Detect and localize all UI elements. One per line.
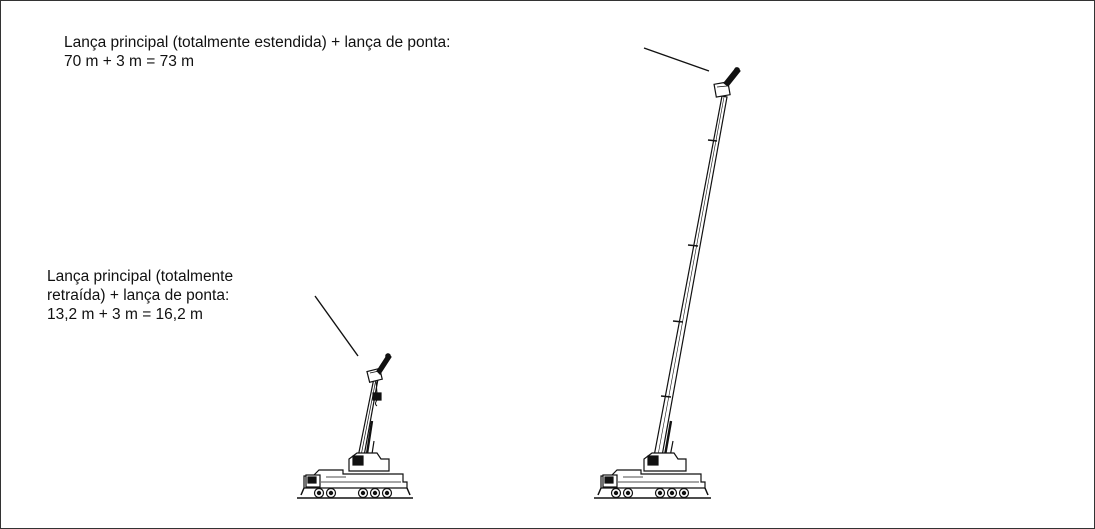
extended-boom-head xyxy=(713,81,731,98)
extended-boom-section-joints xyxy=(660,139,718,398)
label-extended-boom: Lança principal (totalmente estendida) +… xyxy=(64,33,450,71)
crane-retracted xyxy=(297,353,413,499)
leader-line-extended xyxy=(643,47,710,72)
label-retracted-line1: Lança principal (totalmente xyxy=(47,268,234,285)
extended-main-boom xyxy=(651,95,728,468)
leader-line-retracted xyxy=(314,295,359,357)
label-extended-line1: Lança principal (totalmente estendida) +… xyxy=(64,34,451,51)
extended-wheels xyxy=(610,487,690,499)
label-retracted-boom: Lança principal (totalmente retraída) + … xyxy=(47,267,233,324)
retracted-wheels xyxy=(313,487,393,499)
label-retracted-line3: 13,2 m + 3 m = 16,2 m xyxy=(47,306,203,323)
label-retracted-line2: retraída) + lança de ponta: xyxy=(47,287,230,304)
crane-extended xyxy=(594,67,741,499)
retracted-tip-jib xyxy=(376,353,392,375)
label-extended-line2: 70 m + 3 m = 73 m xyxy=(64,53,195,70)
